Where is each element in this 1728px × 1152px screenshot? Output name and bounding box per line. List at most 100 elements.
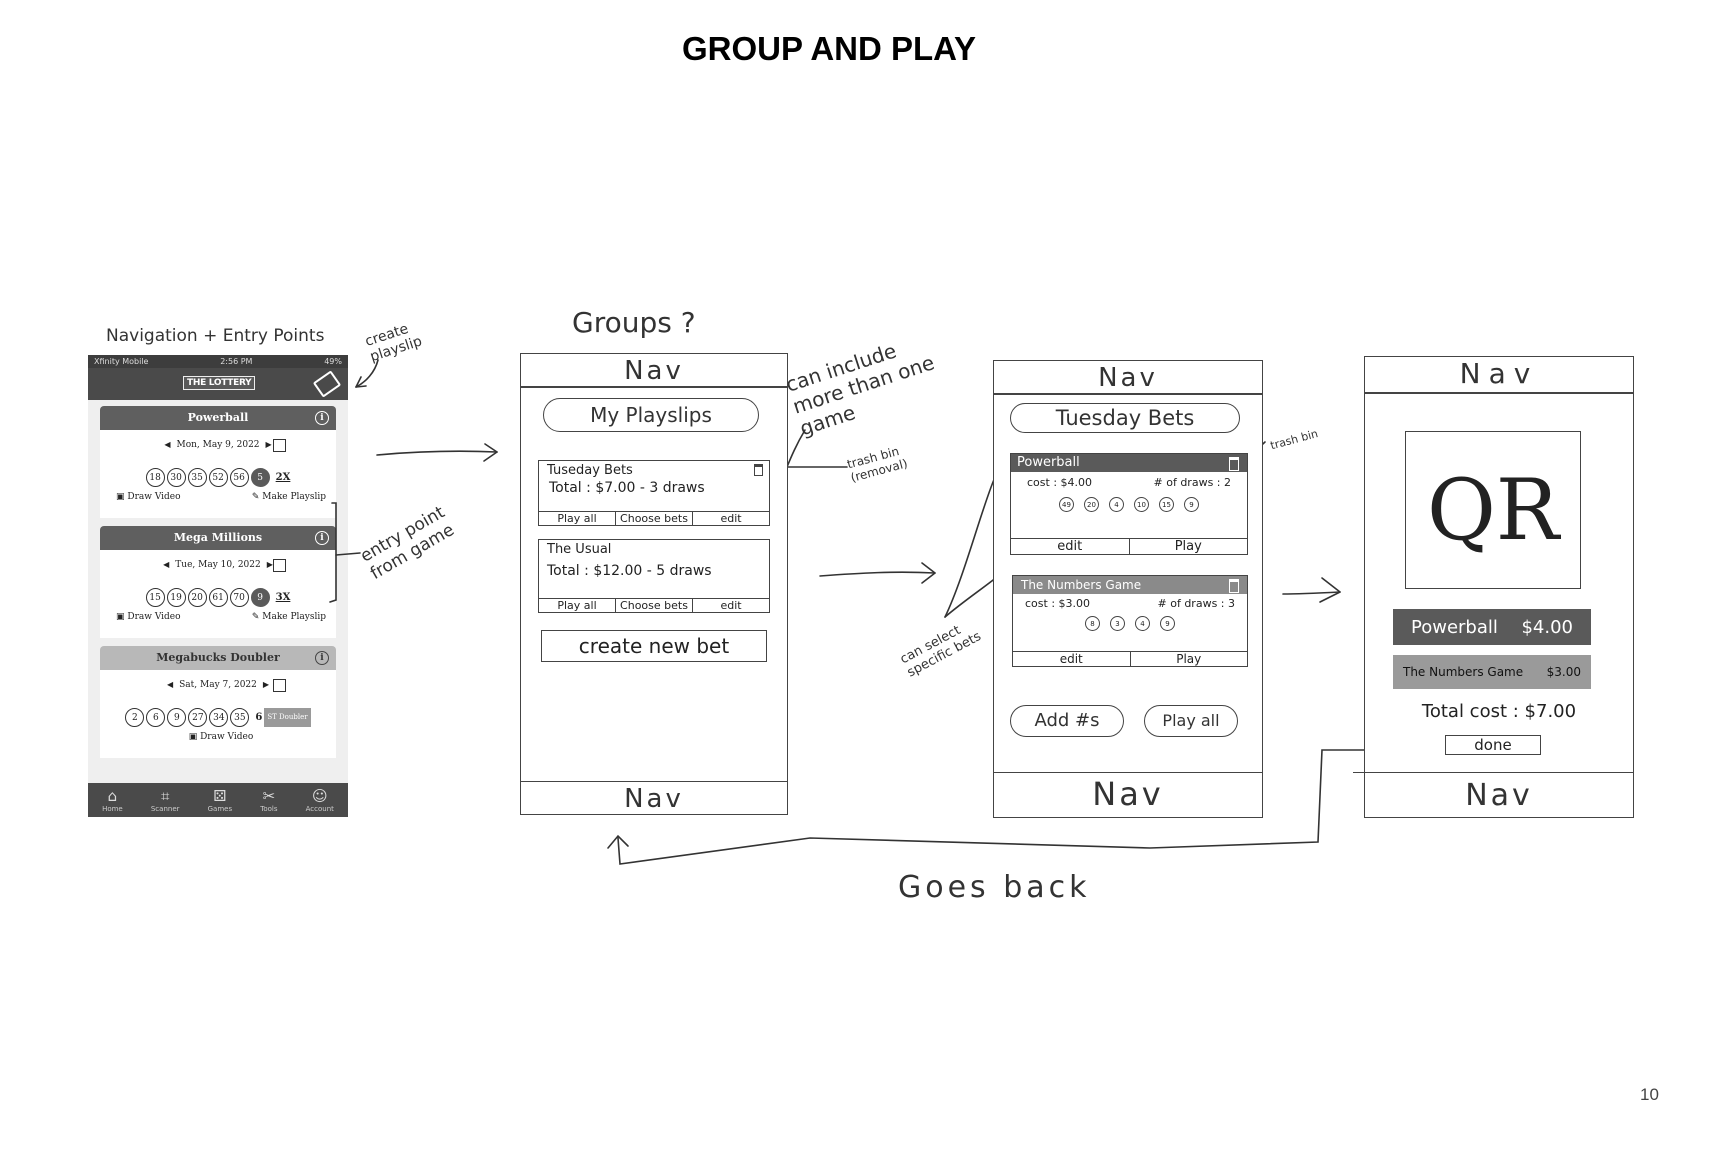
ball: 4 — [1109, 497, 1124, 512]
ball: 19 — [166, 588, 186, 607]
wireframe-qr: Nav QR Powerball $4.00 The Numbers Game … — [1353, 356, 1634, 818]
nav-label: Games — [207, 804, 233, 813]
prev-arrow-icon[interactable]: ◀ — [163, 560, 170, 569]
divider — [521, 386, 787, 388]
ball: 56 — [229, 468, 249, 487]
next-arrow-icon[interactable]: ▶ — [262, 680, 270, 689]
nav-scanner[interactable]: ⌗Scanner — [151, 786, 180, 813]
add-numbers-button[interactable]: Add #s — [1010, 705, 1124, 737]
nav-tools[interactable]: ✂Tools — [260, 787, 277, 813]
done-button[interactable]: done — [1445, 735, 1541, 755]
play-all-button[interactable]: Play all — [539, 599, 616, 612]
nav-bottom[interactable]: Nav — [624, 784, 684, 814]
bet-name: Tuseday Bets — [547, 463, 633, 478]
draw-video-link[interactable]: ▣ Draw Video — [188, 732, 254, 742]
play-all-button[interactable]: Play all — [1144, 705, 1238, 737]
edit-button[interactable]: edit — [1013, 652, 1131, 666]
wireframe-bet-detail: Nav Tuesday Bets Powerball cost : $4.00 … — [993, 360, 1263, 818]
home-icon: ⌂ — [107, 786, 118, 805]
choose-bets-button[interactable]: Choose bets — [616, 512, 693, 525]
game-draws: # of draws : 2 — [1153, 476, 1231, 489]
edit-button[interactable]: edit — [720, 599, 742, 612]
draw-video-link[interactable]: ▣ Draw Video — [116, 612, 181, 622]
nav-games[interactable]: ⚄Games — [207, 787, 233, 813]
nav-top[interactable]: Nav — [1098, 363, 1158, 393]
selected-numbers: 49 20 4 10 15 9 — [1011, 497, 1247, 512]
nav-bottom[interactable]: Nav — [1465, 778, 1533, 813]
game-header: Powerball — [1011, 454, 1247, 472]
bet-title: Tuesday Bets — [1010, 403, 1240, 433]
trash-icon[interactable] — [1229, 579, 1239, 593]
ball: 18 — [145, 468, 165, 487]
page-title: GROUP AND PLAY — [681, 30, 976, 67]
ball: 9 — [1184, 497, 1199, 512]
edit-button[interactable]: edit — [720, 512, 742, 525]
game-actions: edit Play — [1011, 538, 1247, 554]
game-card-numbers[interactable]: The Numbers Game cost : $3.00 # of draws… — [1012, 575, 1248, 667]
annotation-goes-back: Goes back — [898, 870, 1091, 905]
bottom-nav: ⌂Home ⌗Scanner ⚄Games ✂Tools ☺Account — [88, 783, 348, 817]
draw-video-link[interactable]: ▣ Draw Video — [116, 492, 181, 502]
game-name: Mega Millions — [173, 531, 263, 544]
info-icon[interactable]: i — [315, 411, 329, 425]
bet-card-tuesday[interactable]: Tuseday Bets Total : $7.00 - 3 draws Pla… — [538, 460, 770, 526]
make-playslip-link[interactable]: ✎ Make Playslip — [251, 612, 326, 622]
edit-button[interactable]: edit — [1011, 539, 1130, 554]
link-label: Draw Video — [127, 612, 181, 622]
trash-icon[interactable] — [754, 464, 763, 476]
arrow-to-qr — [1282, 591, 1341, 595]
link-label: Draw Video — [200, 732, 254, 742]
ball: 61 — [208, 588, 228, 607]
nav-bottom[interactable]: Nav — [1092, 775, 1164, 813]
game-card-mega-millions: ◀Tue, May 10, 2022▶ 15 19 20 61 70 9 3X … — [100, 550, 336, 638]
ball: 2 — [125, 708, 145, 727]
doubler-badge: ST Doubler — [264, 708, 311, 727]
carrier: Xfinity Mobile — [94, 357, 149, 366]
bet-card-usual[interactable]: The Usual Total : $12.00 - 5 draws Play … — [538, 539, 770, 613]
nav-top[interactable]: Nav — [1459, 357, 1539, 390]
info-icon[interactable]: i — [315, 651, 329, 665]
calendar-icon[interactable] — [273, 439, 286, 452]
game-header-powerball[interactable]: Powerball i — [100, 406, 336, 430]
play-all-button[interactable]: Play all — [539, 512, 616, 525]
game-name: Megabucks Doubler — [156, 651, 280, 664]
page-number: 10 — [1640, 1085, 1659, 1104]
make-playslip-link[interactable]: ✎ Make Playslip — [251, 492, 326, 502]
game-cost: cost : $3.00 — [1025, 597, 1091, 610]
prev-arrow-icon[interactable]: ◀ — [166, 680, 174, 689]
play-button[interactable]: Play — [1174, 539, 1202, 554]
phone-header-label: Navigation + Entry Points — [106, 326, 325, 346]
trash-icon[interactable] — [1229, 457, 1239, 471]
calendar-icon[interactable] — [273, 559, 286, 572]
ball: 27 — [188, 708, 208, 727]
game-header: The Numbers Game — [1013, 576, 1247, 594]
calendar-icon[interactable] — [273, 679, 286, 692]
line-amount: $3.00 — [1546, 665, 1581, 679]
ball: 9 — [1160, 616, 1175, 631]
ball: 10 — [1134, 497, 1149, 512]
nav-account[interactable]: ☺Account — [306, 787, 334, 813]
line-amount: $4.00 — [1521, 616, 1573, 638]
divider — [994, 771, 1262, 773]
prev-arrow-icon[interactable]: ◀ — [164, 440, 171, 449]
nav-top[interactable]: Nav — [624, 356, 684, 386]
nav-home[interactable]: ⌂Home — [102, 786, 123, 813]
draw-date: Tue, May 10, 2022 — [175, 560, 261, 570]
game-header-megabucks[interactable]: Megabucks Doubler i — [100, 646, 336, 670]
create-new-bet-button[interactable]: create new bet — [541, 630, 767, 662]
info-icon[interactable]: i — [315, 531, 329, 545]
create-playslip-arrow — [355, 359, 379, 388]
scanner-icon: ⌗ — [160, 786, 170, 805]
qr-code: QR — [1405, 431, 1581, 589]
next-arrow-icon[interactable]: ▶ — [266, 560, 273, 569]
divider — [1365, 392, 1633, 394]
bet-name: The Usual — [547, 542, 612, 557]
next-arrow-icon[interactable]: ▶ — [265, 440, 272, 449]
line-label: Powerball — [1411, 616, 1498, 638]
game-card-powerball[interactable]: Powerball cost : $4.00 # of draws : 2 49… — [1010, 453, 1248, 555]
choose-bets-button[interactable]: Choose bets — [616, 599, 693, 612]
game-draws: # of draws : 3 — [1157, 597, 1235, 610]
game-header-mega-millions[interactable]: Mega Millions i — [100, 526, 336, 550]
play-button[interactable]: Play — [1176, 652, 1202, 666]
winning-numbers: 18 30 35 52 56 5 2X — [100, 468, 336, 487]
